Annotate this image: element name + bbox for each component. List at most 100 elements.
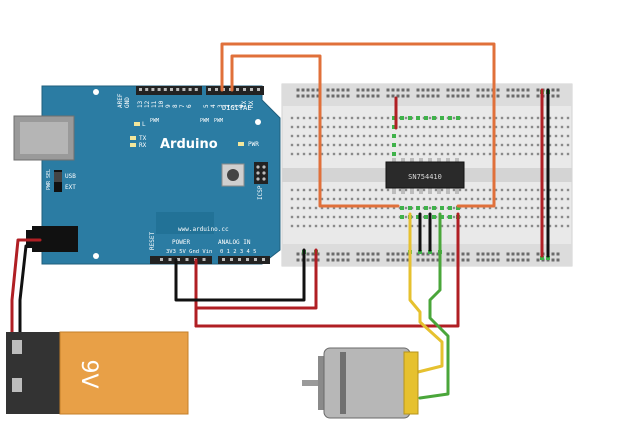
digital-pin-number: 5 (203, 104, 210, 108)
breadboard-hole (431, 94, 435, 98)
breadboard-hole (371, 258, 375, 262)
breadboard-hole (548, 197, 552, 201)
breadboard-hole (464, 215, 468, 219)
breadboard-hole (560, 143, 564, 147)
breadboard-hole-connected (546, 256, 550, 260)
breadboard-hole-connected (424, 206, 428, 210)
breadboard-hole (431, 252, 435, 256)
breadboard-hole (314, 197, 318, 201)
digital-pin-number: 2 (224, 104, 231, 108)
breadboard-hole (356, 116, 360, 120)
breadboard-hole (361, 252, 365, 256)
breadboard-hole-connected (440, 116, 444, 120)
breadboard-hole (491, 252, 495, 256)
breadboard-hole (566, 215, 570, 219)
breadboard-hole (560, 134, 564, 138)
breadboard-hole (374, 224, 378, 228)
breadboard-hole (326, 94, 330, 98)
header-pin (185, 258, 189, 261)
mount-hole (93, 253, 99, 259)
breadboard-hole (326, 134, 330, 138)
breadboard-hole (491, 258, 495, 262)
breadboard-hole (296, 116, 300, 120)
chip-leg (392, 158, 396, 164)
breadboard-hole (536, 125, 540, 129)
breadboard-hole (421, 88, 425, 92)
header-pin (170, 88, 173, 91)
breadboard-hole (500, 152, 504, 156)
breadboard-hole (371, 252, 375, 256)
breadboard-hole (556, 258, 560, 262)
breadboard-hole (466, 258, 470, 262)
breadboard-hole (368, 224, 372, 228)
breadboard-hole (488, 206, 492, 210)
breadboard-hole (556, 252, 560, 256)
breadboard-hole (338, 152, 342, 156)
breadboard-hole (386, 224, 390, 228)
led-rx (130, 143, 136, 147)
breadboard-hole (371, 94, 375, 98)
breadboard-hole (434, 224, 438, 228)
breadboard-hole (518, 197, 522, 201)
breadboard-hole (290, 143, 294, 147)
pwm-label: PWM (200, 118, 209, 124)
breadboard-hole (481, 94, 485, 98)
breadboard-hole (452, 224, 456, 228)
breadboard-hole (512, 215, 516, 219)
breadboard-hole (451, 94, 455, 98)
breadboard-hole (521, 252, 525, 256)
breadboard-hole (461, 94, 465, 98)
breadboard-hole (530, 143, 534, 147)
breadboard-hole (434, 134, 438, 138)
breadboard-hole (320, 143, 324, 147)
breadboard-hole (326, 215, 330, 219)
header-pin (230, 258, 233, 261)
chip-leg (437, 188, 441, 194)
breadboard-hole (452, 215, 456, 219)
breadboard-hole (451, 258, 455, 262)
breadboard-hole (356, 252, 360, 256)
breadboard-hole (302, 116, 306, 120)
header-pin (262, 258, 265, 261)
breadboard-hole (482, 215, 486, 219)
chip-leg (392, 188, 396, 194)
tx-pin-label: TX (241, 100, 248, 108)
breadboard-hole (410, 134, 414, 138)
breadboard-hole (320, 125, 324, 129)
header-pin (176, 88, 180, 91)
breadboard-hole (551, 252, 555, 256)
breadboard-hole-connected (400, 206, 404, 210)
breadboard-hole (416, 152, 420, 156)
breadboard-hole (518, 143, 522, 147)
breadboard-hole (356, 258, 360, 262)
breadboard-hole (452, 197, 456, 201)
breadboard-hole (470, 116, 474, 120)
breadboard-hole (404, 152, 408, 156)
motor-shaft (302, 380, 322, 386)
header-pin (202, 258, 206, 261)
led-l-label: L (142, 121, 146, 128)
breadboard-hole (542, 116, 546, 120)
breadboard-hole (290, 197, 294, 201)
breadboard-hole (361, 94, 365, 98)
analog-pin-labels: 0 1 2 3 4 5 (220, 249, 256, 255)
breadboard-hole (368, 188, 372, 192)
breadboard-hole (350, 197, 354, 201)
breadboard-hole (434, 143, 438, 147)
breadboard-hole (476, 206, 480, 210)
breadboard-hole (344, 143, 348, 147)
breadboard-hole (486, 252, 490, 256)
header-pin (215, 88, 218, 91)
breadboard-hole (392, 197, 396, 201)
digital-pin-number: 9 (165, 104, 172, 108)
breadboard-hole (376, 88, 380, 92)
breadboard-hole (356, 134, 360, 138)
breadboard-hole (524, 206, 528, 210)
breadboard-hole (392, 206, 396, 210)
breadboard-hole (314, 143, 318, 147)
breadboard-hole (306, 88, 310, 92)
breadboard-hole (332, 197, 336, 201)
breadboard-hole (314, 152, 318, 156)
breadboard-hole (380, 152, 384, 156)
